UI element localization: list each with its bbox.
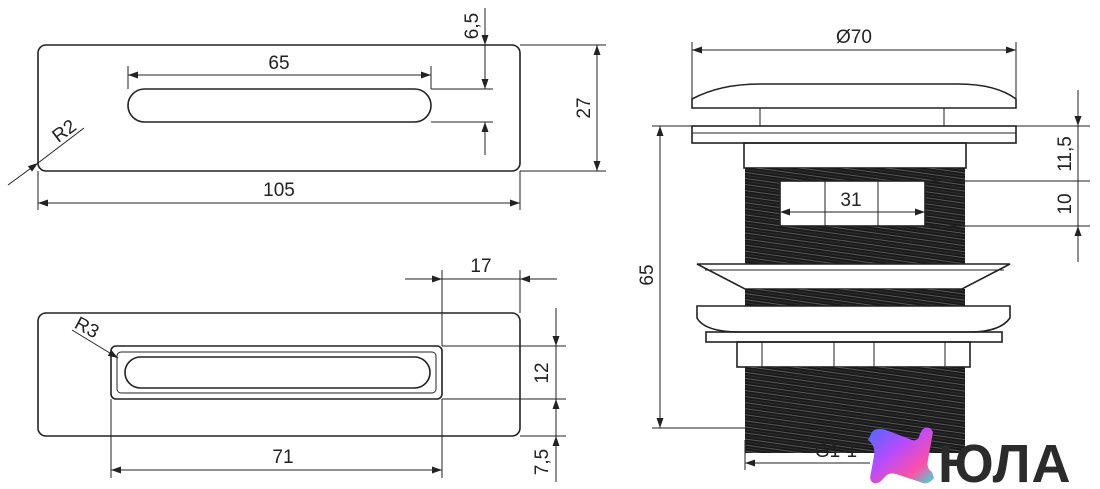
bottom-view: 17 71 12 7,5 R3 [37,256,566,482]
dim-inner-length: 71 [272,447,293,468]
top-slot [127,88,432,123]
cone-washer [696,263,1011,290]
dim-diameter: Ø70 [836,27,872,48]
dim-window-width: 31 [840,190,861,211]
dim-total-height: 65 [637,264,658,285]
cap-dome [691,83,1017,109]
logo-text: ЮЛА [938,434,1072,489]
bottom-recess-outer [110,345,443,400]
middle-thread [745,289,965,306]
dim-window-height: 10 [1055,193,1076,214]
logo-mark-icon [868,427,934,484]
bottom-recess-inner [116,351,437,394]
dim-slot-offset: 6,5 [462,13,483,39]
bottom-slot [124,356,431,389]
lower-flange [696,305,1011,333]
dim-end-width: 17 [470,256,491,277]
dim-corner-radius-bottom: R3 [71,313,102,343]
side-view: Ø70 65 11,5 10 31 G1-1 [637,27,1090,470]
dim-slot-length: 65 [268,53,289,74]
bottom-plate-outline [37,312,521,437]
lock-nut [736,341,971,368]
dim-overall-length: 105 [263,180,295,201]
overflow-window [779,180,926,227]
body-neck [743,142,967,169]
dim-height: 27 [574,97,595,118]
top-view: 65 105 27 6,5 R2 [7,8,606,210]
dim-bottom-offset: 7,5 [532,449,553,475]
dim-cap-height: 11,5 [1055,136,1076,172]
dim-thread-size: G1-1 [815,441,857,462]
dim-corner-radius-top: R2 [49,116,81,147]
logo: ЮЛА [868,427,1072,489]
top-plate-outline [37,44,521,172]
top-flange [691,125,1017,144]
dim-slot-height: 12 [532,362,553,383]
